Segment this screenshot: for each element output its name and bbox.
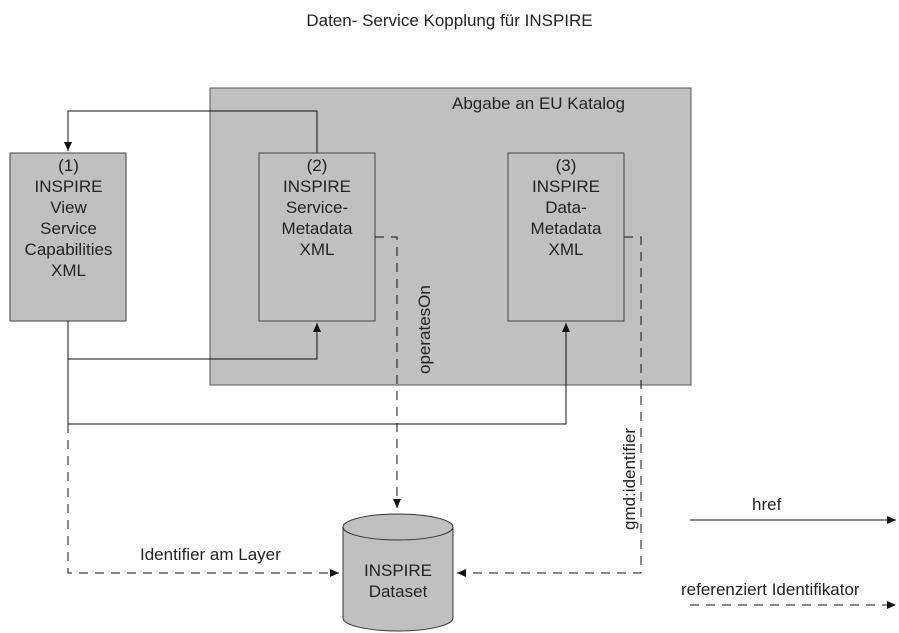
- dataset-line: INSPIRE: [363, 561, 433, 580]
- dataset-line: Dataset: [368, 582, 428, 601]
- edge-capabilities-to-data-metadata: [67, 323, 570, 425]
- box2-text: (2) INSPIRE Service- Metadata XML: [259, 155, 375, 260]
- data-metadata-box: [507, 152, 625, 322]
- box3-text: (3) INSPIRE Data- Metadata XML: [508, 155, 624, 260]
- box3-line: Data-: [545, 198, 587, 217]
- identifier-layer-label: Identifier am Layer: [140, 545, 281, 564]
- edge-operates-on: [375, 236, 401, 508]
- edge-identifier-am-layer: [67, 424, 339, 577]
- box3-line: (3): [555, 156, 577, 175]
- box3-line: XML: [548, 240, 584, 259]
- box2-line: INSPIRE: [282, 177, 352, 196]
- edge-capabilities-to-service-metadata: [67, 321, 321, 360]
- diagram-title: Daten- Service Kopplung für INSPIRE: [306, 11, 593, 30]
- dataset-cylinder: [342, 513, 454, 632]
- box1-line: View: [50, 198, 87, 217]
- view-service-capabilities-box: [9, 152, 127, 322]
- legend-href-label: href: [752, 495, 782, 514]
- catalog-label: Abgabe an EU Katalog: [452, 94, 625, 113]
- gmd-identifier-label: gmd:identifier: [620, 427, 639, 530]
- edge-gmd-identifier: [457, 236, 642, 577]
- box1-line: XML: [51, 261, 86, 280]
- box2-line: Metadata: [281, 219, 353, 238]
- legend-ref-label: referenziert Identifikator: [681, 580, 860, 599]
- box3-line: INSPIRE: [531, 177, 601, 196]
- operates-on-label: operatesOn: [415, 285, 434, 374]
- box1-text: (1) INSPIRE View Service Capabilities XM…: [12, 155, 125, 281]
- box3-line: Metadata: [530, 219, 602, 238]
- box2-line: (2): [306, 156, 328, 175]
- box1-line: INSPIRE: [34, 177, 103, 196]
- box1-line: (1): [58, 156, 79, 175]
- box2-line: Service-: [285, 198, 349, 217]
- dataset-text: INSPIRE Dataset: [343, 560, 453, 602]
- box1-line: Capabilities: [24, 240, 113, 259]
- box2-line: XML: [299, 240, 335, 259]
- edge-service-metadata-to-capabilities: [64, 110, 318, 153]
- box1-line: Service: [40, 219, 97, 238]
